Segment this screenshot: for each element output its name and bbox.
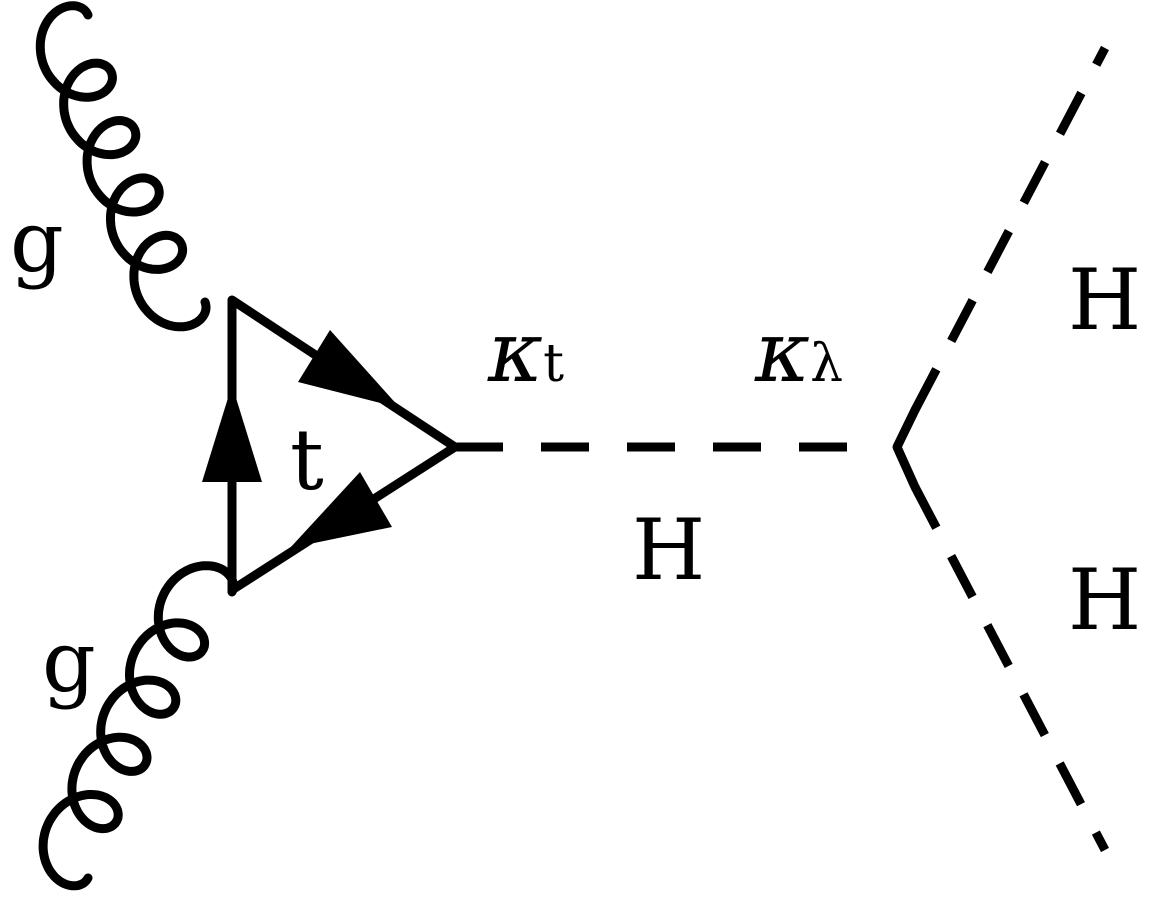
label-higgs-propagator: H xyxy=(632,501,706,599)
label-higgs-out-top: H xyxy=(1068,251,1142,349)
trilinear-vertex xyxy=(892,405,920,492)
kappa-t-subscript: t xyxy=(543,334,564,394)
gluon-line-bottom xyxy=(38,561,238,891)
arrow-down-left-icon xyxy=(290,472,392,548)
label-kappa-t: κt xyxy=(488,310,564,394)
label-top-quark: t xyxy=(290,411,324,509)
label-gluon-bottom: g xyxy=(42,613,96,711)
kappa-lambda-symbol: κ xyxy=(755,303,811,401)
kappa-lambda-subscript: λ xyxy=(810,334,844,394)
label-gluon-top: g xyxy=(10,193,64,291)
arrow-up-icon xyxy=(202,385,262,482)
label-kappa-lambda: κλ xyxy=(755,310,843,394)
kappa-t-symbol: κ xyxy=(488,303,544,401)
higgs-out-bottom-dashed xyxy=(911,484,1109,853)
label-higgs-out-bottom: H xyxy=(1068,551,1142,649)
higgs-out-top-dashed xyxy=(911,45,1109,413)
gluon-line-top xyxy=(35,1,211,332)
top-quark-loop xyxy=(227,295,460,595)
arrow-right-icon xyxy=(298,330,400,408)
